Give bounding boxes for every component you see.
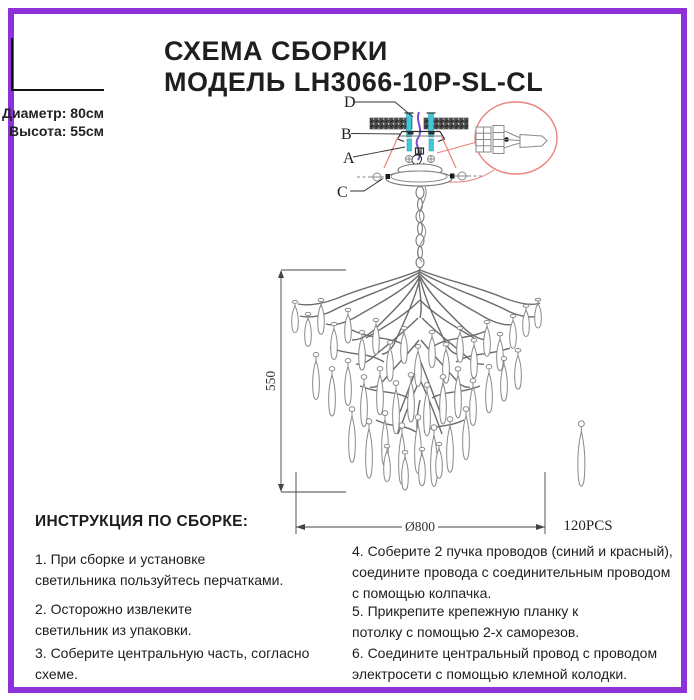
instruction-step-1: 1. При сборке и установке светильника по… [35, 551, 284, 588]
ceiling-slab [369, 117, 469, 130]
dimension-diameter-value: Ø800 [405, 519, 435, 534]
drops-count: 120PCS [563, 420, 613, 534]
corner-mark-vertical [11, 38, 13, 91]
drops-count-value: 120PCS [563, 518, 612, 534]
label-b: B [341, 126, 352, 143]
title-line-2: МОДЕЛЬ LH3066-10P-SL-CL [164, 67, 544, 97]
instructions-heading: ИНСТРУКЦИЯ ПО СБОРКЕ: [35, 513, 249, 530]
spec-diameter: Диаметр: 80см [2, 105, 104, 121]
part-labels: D B A C [337, 94, 414, 201]
instruction-step-5: 5. Прикрепите крепежную планку к потолку… [352, 603, 580, 640]
instruction-step-2: 2. Осторожно извлеките светильник из упа… [35, 601, 192, 638]
instruction-step-4: 4. Соберите 2 пучка проводов (синий и кр… [352, 543, 673, 601]
crystal-drops [291, 297, 542, 491]
mounting-screws [404, 112, 436, 152]
instruction-step-6: 6. Соедините центральный провод с провод… [352, 645, 658, 682]
spec-height: Высота: 55см [9, 123, 104, 139]
detail-circle [474, 101, 558, 175]
canopy [385, 163, 453, 187]
label-d: D [344, 94, 356, 111]
chain [415, 185, 427, 269]
title-line-1: СХЕМА СБОРКИ [164, 36, 388, 66]
label-a: A [343, 150, 355, 167]
canopy-side-screws [357, 171, 482, 182]
instruction-step-3: 3. Соберите центральную часть, согласно … [35, 645, 310, 682]
corner-mark-horizontal [11, 89, 104, 91]
dimension-height: 550 [263, 269, 346, 493]
fixture-specs: Диаметр: 80см Высота: 55см [0, 104, 104, 140]
page-title: СХЕМА СБОРКИ МОДЕЛЬ LH3066-10P-SL-CL [164, 36, 543, 98]
mounting-bracket [396, 130, 446, 143]
dimension-height-value: 550 [263, 371, 278, 392]
terminal-block [475, 125, 548, 154]
dimension-diameter: Ø800 [295, 472, 546, 534]
label-c: C [337, 184, 348, 201]
